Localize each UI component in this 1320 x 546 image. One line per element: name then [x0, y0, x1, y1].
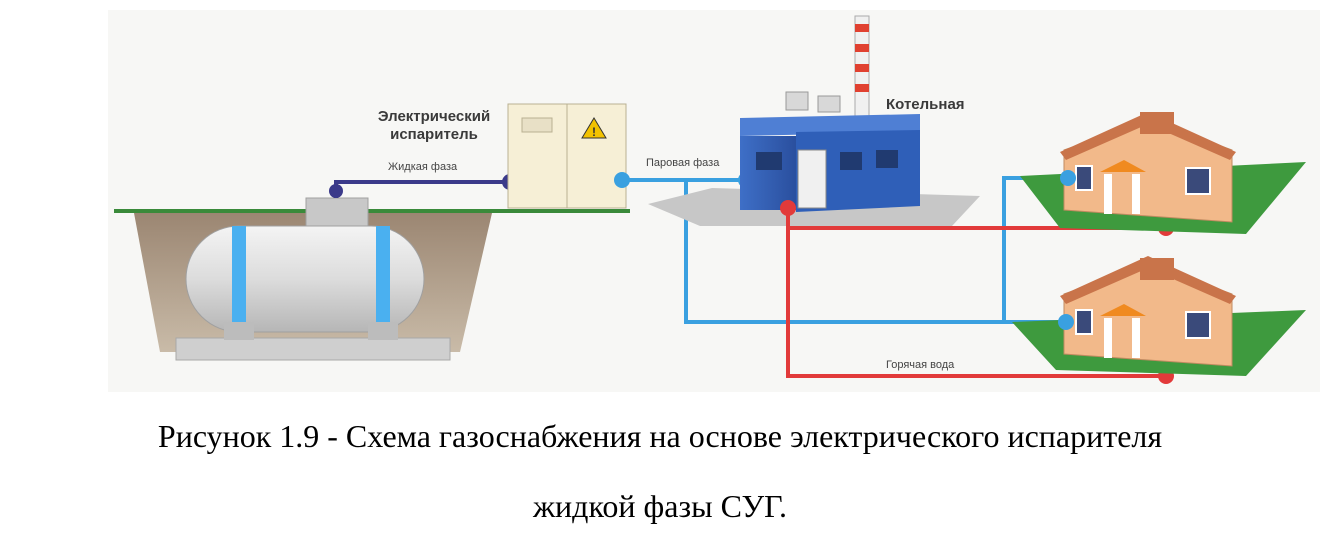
- boiler-label: Котельная: [886, 96, 965, 113]
- electric-evaporator: !: [507, 103, 627, 209]
- hot-water-label: Горячая вода: [886, 359, 955, 371]
- gas-tank: [185, 197, 425, 340]
- house-top: [1020, 112, 1306, 234]
- boiler-house: [740, 91, 920, 212]
- vapor-phase-label: Паровая фаза: [646, 157, 720, 169]
- evaporator-label-line2: испаритель: [390, 126, 478, 143]
- house-bottom: [1012, 256, 1306, 376]
- liquid-phase-label: Жидкая фаза: [388, 161, 458, 173]
- liquid-pipe-node-tank: [329, 184, 343, 198]
- boiler-chimney: [854, 15, 870, 121]
- hot-water-node-boiler: [780, 200, 796, 216]
- evaporator-label-line1: Электрический: [377, 108, 491, 125]
- figure-caption-line2: жидкой фазы СУГ.: [532, 488, 788, 524]
- evaporator-label: Электрический испаритель: [372, 108, 496, 144]
- figure-caption-line1: Рисунок 1.9 - Схема газоснабжения на осн…: [157, 418, 1163, 454]
- hot-water-pipe: [786, 206, 1166, 378]
- vapor-pipe-node-evaporator: [614, 172, 630, 188]
- vapor-node-house-top: [1060, 170, 1076, 186]
- vapor-node-house-bottom: [1058, 314, 1074, 330]
- tank-base: [175, 337, 451, 361]
- svg-text:!: !: [592, 125, 596, 139]
- vapor-distribution-pipe: [684, 180, 1066, 324]
- gas-supply-diagram: !: [114, 15, 1306, 384]
